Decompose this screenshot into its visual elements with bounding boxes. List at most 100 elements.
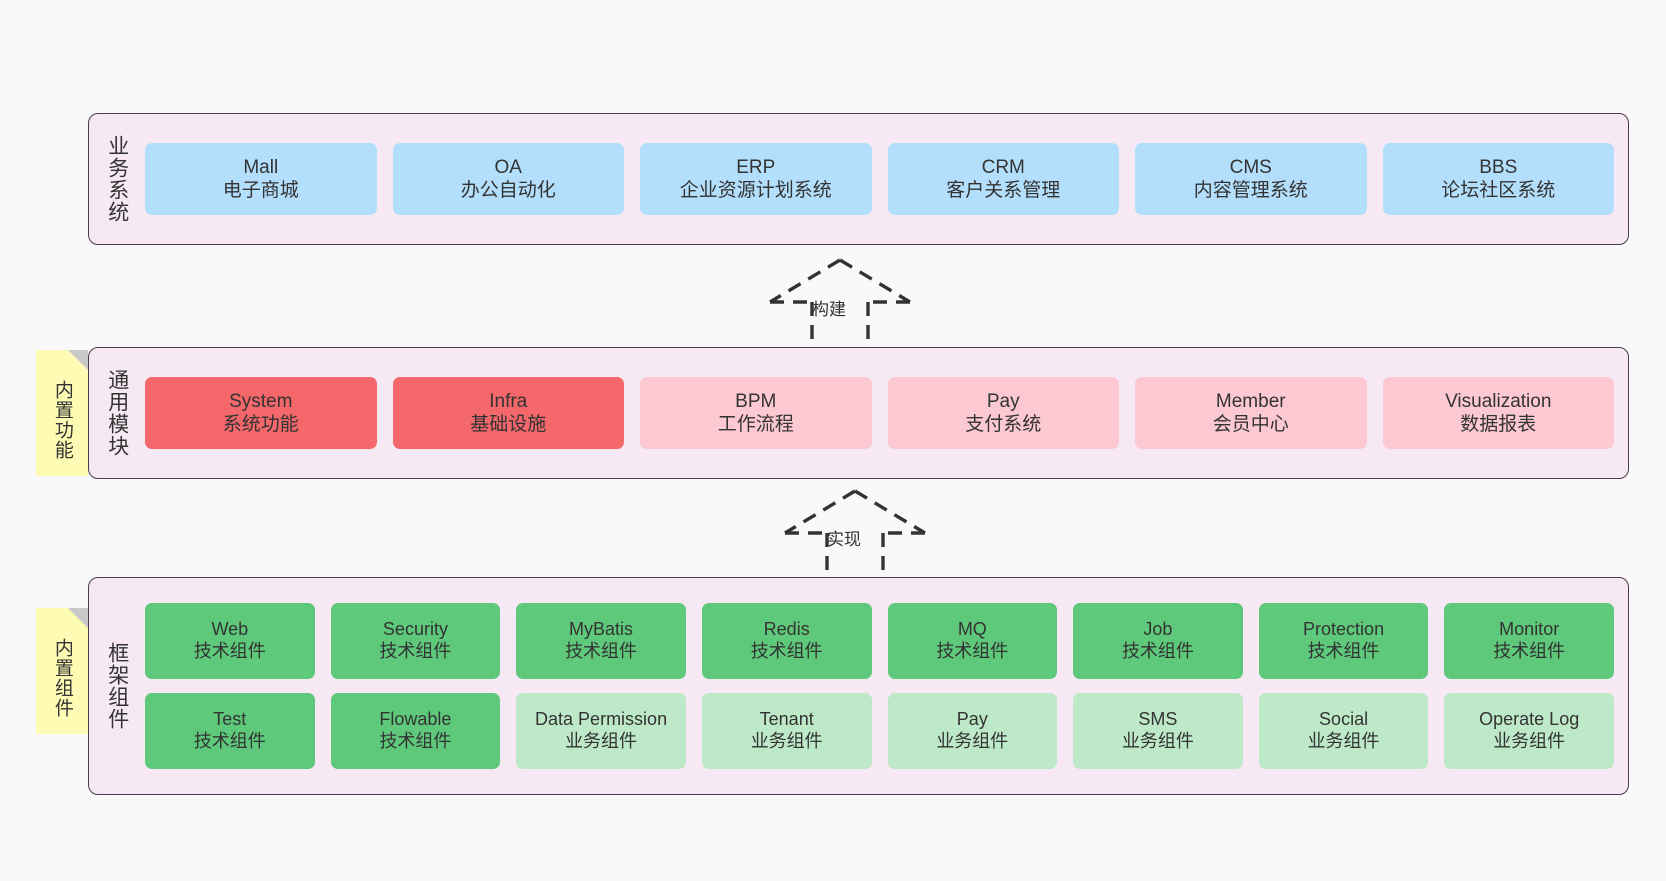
card-title-cn: 系统功能 [222,414,299,435]
arrow-implement [775,487,935,579]
card-title-en: Security [382,619,448,640]
card-title-cn: 技术组件 [193,641,266,661]
card-title-en: Visualization [1445,390,1552,412]
card-title-cn: 基础设施 [470,414,547,435]
card-title-en: ERP [736,156,776,178]
card-title-cn: 技术组件 [1307,641,1380,661]
card-title-en: Job [1143,619,1173,640]
card-title-en: Monitor [1499,619,1560,640]
card-title-cn: 技术组件 [1121,641,1194,661]
sticky-note-builtin-features-label: 内置功能 [51,380,73,460]
card-title-en: BPM [735,390,777,412]
layer-business-system-label: 业务系统 [105,135,129,223]
card-title-cn: 业务组件 [936,731,1009,751]
card-title-cn: 业务组件 [750,731,823,751]
card-title-en: Test [213,709,247,730]
card-title-en: MQ [957,619,987,640]
card-title-cn: 客户关系管理 [946,180,1061,201]
card-title-en: BBS [1479,156,1518,178]
card-title-en: MyBatis [569,619,634,640]
card-title-cn: 企业资源计划系统 [679,180,832,201]
card-title-en: Infra [489,390,528,412]
card-title-cn: 业务组件 [1493,731,1566,751]
card-title-cn: 会员中心 [1212,414,1289,435]
card-title-cn: 业务组件 [1121,731,1194,751]
card-title-en: Web [211,619,249,640]
card-title-cn: 业务组件 [565,731,638,751]
card-title-en: Mall [243,156,279,178]
card-title-en: SMS [1138,709,1178,730]
card-title-cn: 工作流程 [717,414,794,435]
card-title-en: System [229,390,293,412]
card-title-cn: 数据报表 [1460,414,1537,435]
card-title-en: Member [1215,390,1286,412]
card-title-en: Flowable [379,709,452,730]
card-title-cn: 办公自动化 [460,180,556,201]
card-title-cn: 支付系统 [965,414,1042,435]
card-title-cn: 技术组件 [565,641,638,661]
layer-framework-components-label: 框架组件 [105,642,129,730]
card-title-en: Pay [956,709,988,730]
arrow-implement-label: 实现 [827,530,861,549]
layer-common-module-label: 通用模块 [105,369,129,457]
card-title-cn: 技术组件 [1493,641,1566,661]
card-title-en: Tenant [759,709,814,730]
card-title-cn: 技术组件 [936,641,1009,661]
card-title-cn: 内容管理系统 [1193,180,1308,201]
card-title-cn: 技术组件 [750,641,823,661]
arrow-build-label: 构建 [812,300,846,319]
card-title-cn: 电子商城 [222,180,299,201]
card-title-cn: 技术组件 [193,731,266,751]
sticky-fold-corner-icon [68,350,88,370]
sticky-fold-corner-icon [68,608,88,628]
card-title-cn: 业务组件 [1307,731,1380,751]
card-title-en: Social [1319,709,1369,730]
arrow-build [760,256,920,348]
sticky-note-builtin-components-label: 内置组件 [51,638,73,718]
card-title-en: OA [494,156,522,178]
sticky-note-builtin-features: 内置功能 [36,350,88,476]
sticky-note-builtin-components: 内置组件 [36,608,88,734]
card-title-en: CMS [1229,156,1272,178]
card-title-en: CRM [981,156,1025,178]
card-title-en: Redis [763,619,810,640]
